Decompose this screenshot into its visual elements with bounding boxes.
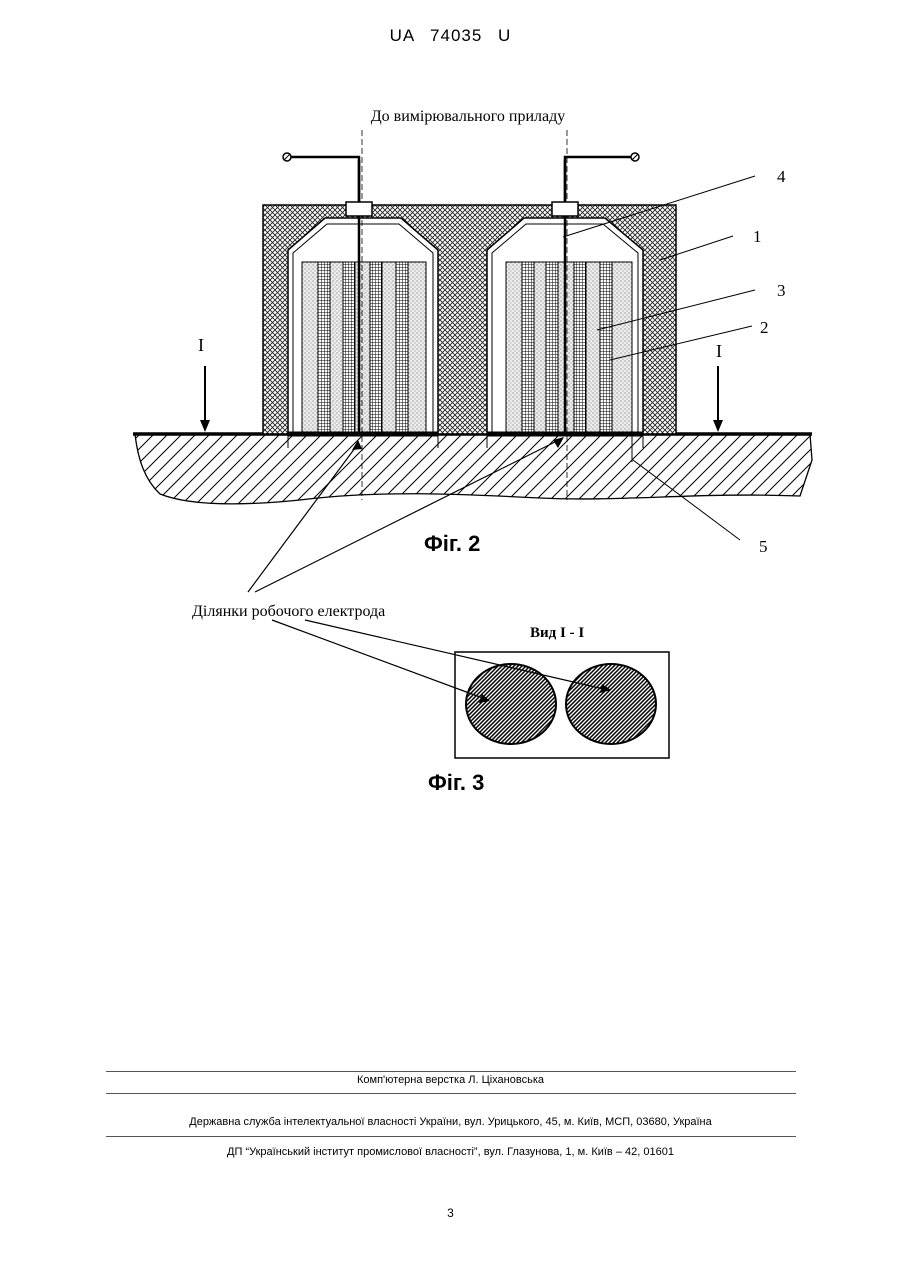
callout-4: 4 — [777, 167, 786, 186]
footer-rule-top — [106, 1071, 796, 1072]
section-arrow-right — [713, 366, 723, 432]
electrode-section-right — [566, 664, 656, 744]
working-electrode-label: Ділянки робочого електрода — [192, 603, 385, 620]
figure-3-caption: Фіг. 3 — [428, 770, 484, 795]
section-arrow-left — [200, 366, 210, 432]
callout-5: 5 — [759, 537, 768, 556]
agency-address: Державна служба інтелектуальної власност… — [0, 1116, 901, 1128]
footer-rule-bottom — [106, 1136, 796, 1137]
callout-3: 3 — [777, 281, 786, 300]
callout-2: 2 — [760, 318, 769, 337]
electrode-section-left — [466, 664, 556, 744]
figure-2: До вимірювального приладу 4 1 3 2 5 I I … — [133, 108, 812, 592]
section-mark-left: I — [198, 335, 204, 355]
section-mark-right: I — [716, 341, 722, 361]
footer-rule-middle — [106, 1093, 796, 1094]
layout-credit: Комп'ютерна верстка Л. Ціхановська — [0, 1074, 901, 1086]
figure-2-caption: Фіг. 2 — [424, 531, 480, 556]
callout-1: 1 — [753, 227, 762, 246]
figure-3: Вид I - I Фіг. 3 — [272, 620, 669, 795]
substrate — [135, 434, 812, 504]
page-number: 3 — [0, 1206, 901, 1220]
publisher-address: ДП “Український інститут промислової вла… — [0, 1146, 901, 1158]
view-label: Вид I - I — [530, 625, 584, 641]
top-label: До вимірювального приладу — [371, 108, 566, 125]
